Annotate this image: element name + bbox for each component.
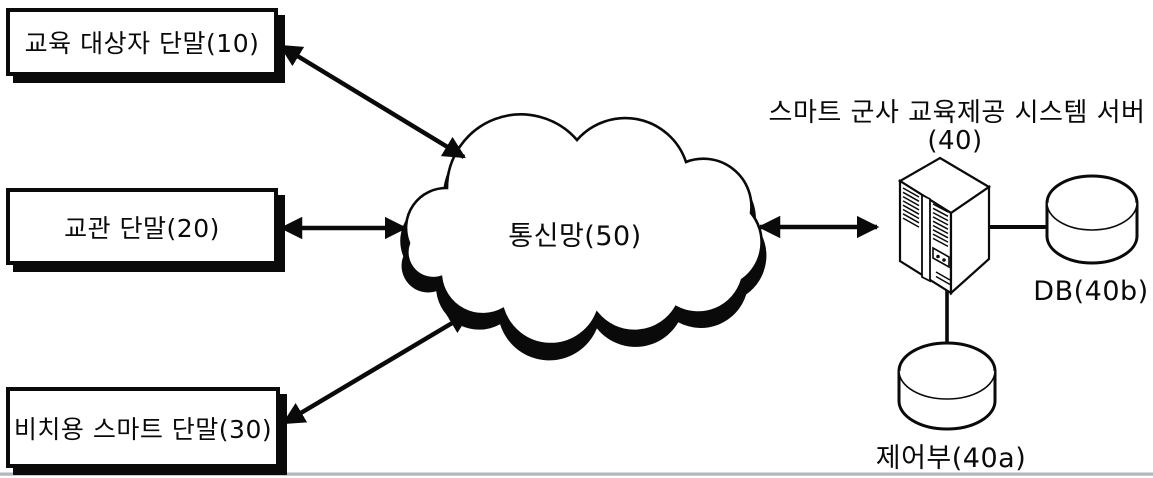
controller-label: 제어부(40a): [875, 443, 1027, 474]
trainee-terminal-label: 교육 대상자 단말(10): [24, 29, 260, 58]
node-public-smart-terminal: 비치용 스마트 단말(30): [6, 387, 280, 468]
arrow-public-terminal-to-network: [282, 311, 471, 425]
server-title: 스마트 군사 교육제공 시스템 서버: [768, 98, 1146, 128]
instructor-terminal-label: 교관 단말(20): [64, 213, 220, 243]
bottom-rule: [0, 472, 1153, 476]
network-label: 통신망(50): [508, 221, 642, 252]
cloud-outline: [404, 113, 763, 346]
arrow-trainee-to-network: [279, 44, 466, 159]
server-icon: [897, 156, 992, 296]
network-cloud-icon: [400, 113, 767, 361]
database-label: DB(40b): [1033, 276, 1149, 307]
public-smart-terminal-label: 비치용 스마트 단말(30): [13, 414, 273, 444]
node-trainee-terminal: 교육 대상자 단말(10): [6, 8, 278, 76]
database-cylinder-icon: [1045, 174, 1139, 265]
server-ref-label: (40): [927, 126, 983, 156]
controller-cylinder-icon: [897, 341, 997, 431]
node-instructor-terminal: 교관 단말(20): [6, 188, 278, 265]
